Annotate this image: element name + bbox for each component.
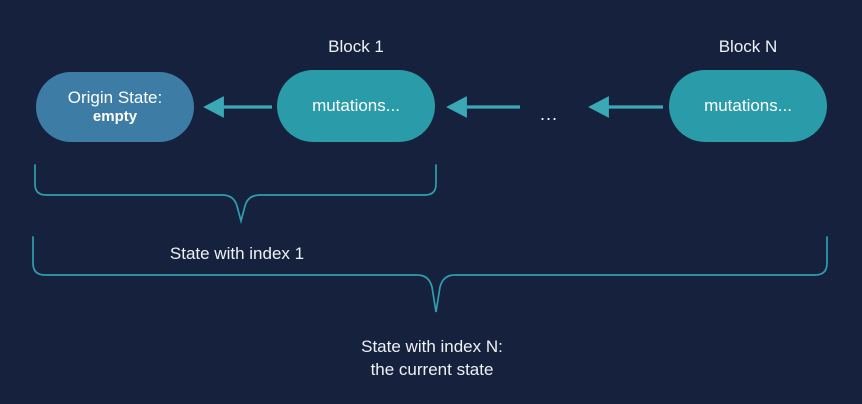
block-n-mutations-text: mutations... — [704, 96, 792, 116]
ellipsis-label: ... — [540, 104, 559, 124]
node-block-n[interactable]: mutations... — [669, 70, 827, 142]
brace-state-index-1-caption: State with index 1 — [169, 244, 305, 263]
brace-state-index-n-caption: State with index N: the current state — [232, 336, 632, 382]
block-1-mutations-text: mutations... — [312, 96, 400, 116]
brace-state-index-n-caption-line1: State with index N: — [361, 337, 503, 356]
origin-state-title: Origin State: — [67, 88, 163, 107]
block-1-label: Block 1 — [328, 37, 384, 56]
block-n-label: Block N — [718, 37, 778, 56]
brace-state-index-1 — [34, 164, 437, 225]
brace-state-index-n — [32, 236, 828, 313]
node-block-1[interactable]: mutations... — [277, 70, 435, 142]
node-origin-state[interactable]: Origin State: empty — [36, 72, 194, 142]
origin-state-value: empty — [92, 108, 138, 126]
brace-state-index-n-caption-line2: the current state — [370, 359, 494, 379]
